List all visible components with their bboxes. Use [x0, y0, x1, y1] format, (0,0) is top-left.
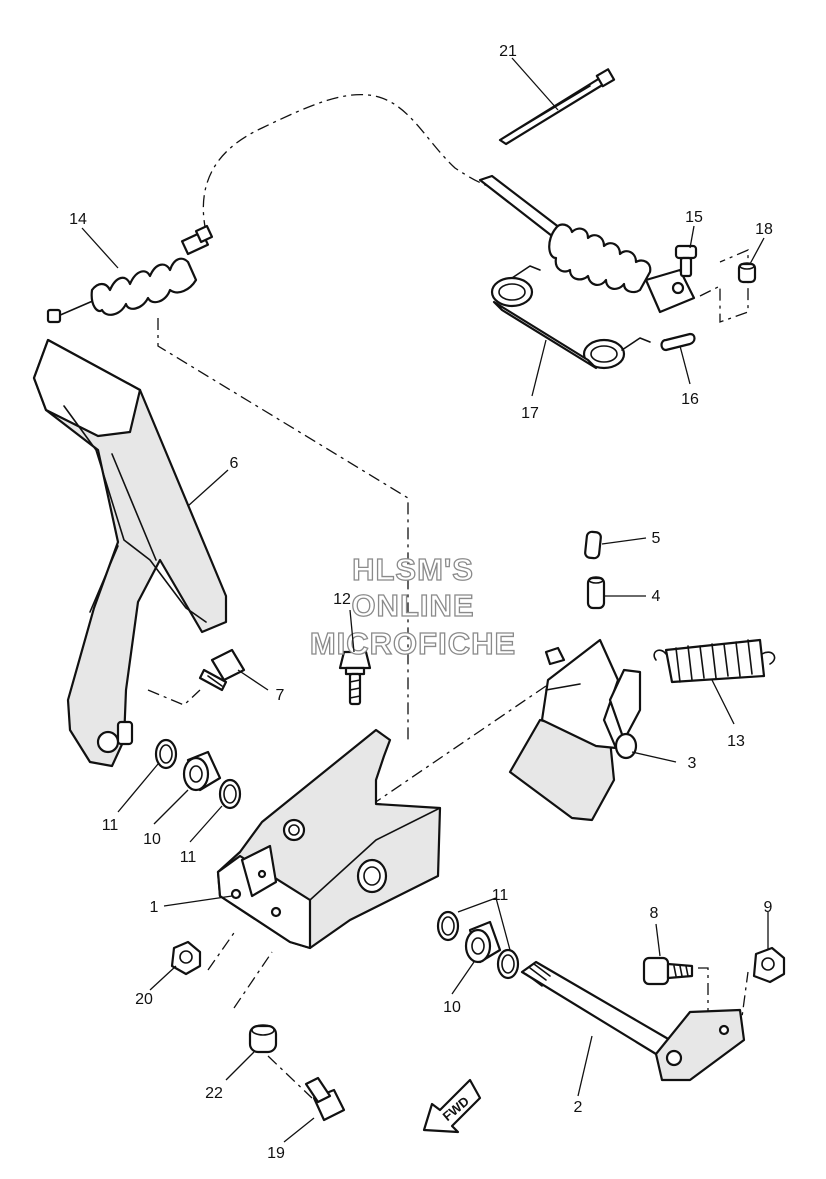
callout-13: 13 — [727, 733, 745, 750]
callout-numbers: 21 14 15 18 17 16 6 5 4 12 7 13 3 11 10 … — [69, 43, 773, 1162]
callout-22: 22 — [205, 1085, 223, 1102]
callout-16: 16 — [681, 391, 699, 408]
callout-14: 14 — [69, 211, 87, 228]
cable-boot-part-14 — [46, 224, 214, 324]
o-ring-part-11-right — [436, 910, 460, 942]
bushing-part-10-right — [464, 920, 502, 964]
bolt-part-8 — [642, 956, 694, 986]
forward-arrow-icon: FWD — [422, 1078, 482, 1134]
pin-part-5 — [584, 530, 602, 560]
leader-lines — [81, 57, 769, 1143]
bushing-part-10-left — [182, 750, 222, 792]
o-ring-part-11-left — [154, 738, 178, 770]
callout-3: 3 — [688, 755, 697, 772]
throttle-cable-end — [478, 174, 696, 314]
nut-part-9 — [752, 946, 786, 984]
bracket-part-1 — [216, 728, 442, 950]
o-ring-part-11-right-2 — [496, 948, 520, 980]
callout-11-c: 11 — [492, 887, 509, 904]
nut-part-20 — [170, 940, 202, 976]
watermark-line-3: MICROFICHE — [310, 626, 516, 661]
bolt-part-7 — [198, 648, 246, 692]
callout-6: 6 — [230, 455, 239, 472]
accelerator-pedal-part-6 — [32, 338, 228, 768]
callout-10-b: 10 — [443, 999, 461, 1016]
pedal-arm-part-3 — [508, 638, 642, 822]
callout-4: 4 — [652, 588, 661, 605]
cable-tie-part-21 — [498, 68, 616, 146]
callout-12: 12 — [333, 591, 351, 608]
shaft-part-2 — [520, 960, 746, 1082]
callout-10-a: 10 — [143, 831, 161, 848]
pin-part-15 — [674, 244, 698, 278]
callout-15: 15 — [685, 209, 703, 226]
bolt-part-12 — [338, 650, 372, 706]
watermark-line-1: HLSM'S — [352, 552, 474, 587]
clip-part-16 — [660, 332, 696, 352]
callout-9: 9 — [764, 899, 773, 916]
callout-2: 2 — [574, 1099, 583, 1116]
o-ring-part-11-left-2 — [218, 778, 242, 810]
callout-1: 1 — [150, 899, 159, 916]
callout-20: 20 — [135, 991, 153, 1008]
return-spring-part-17 — [490, 265, 651, 370]
collar-part-18 — [737, 262, 757, 284]
callout-17: 17 — [521, 405, 539, 422]
callout-8: 8 — [650, 905, 659, 922]
watermark-line-2: ONLINE — [351, 588, 474, 623]
callout-5: 5 — [652, 530, 661, 547]
watermark: HLSM'S ONLINE MICROFICHE — [309, 551, 516, 661]
collar-part-4 — [586, 576, 606, 610]
collar-part-22 — [248, 1024, 278, 1054]
tension-spring-part-13 — [653, 638, 776, 684]
callout-18: 18 — [755, 221, 773, 238]
callout-21: 21 — [499, 43, 517, 60]
bolt-part-19 — [304, 1076, 346, 1122]
callout-11-b: 11 — [180, 849, 197, 866]
callout-19: 19 — [267, 1145, 285, 1162]
callout-11-a: 11 — [102, 817, 119, 834]
callout-7: 7 — [276, 687, 285, 704]
